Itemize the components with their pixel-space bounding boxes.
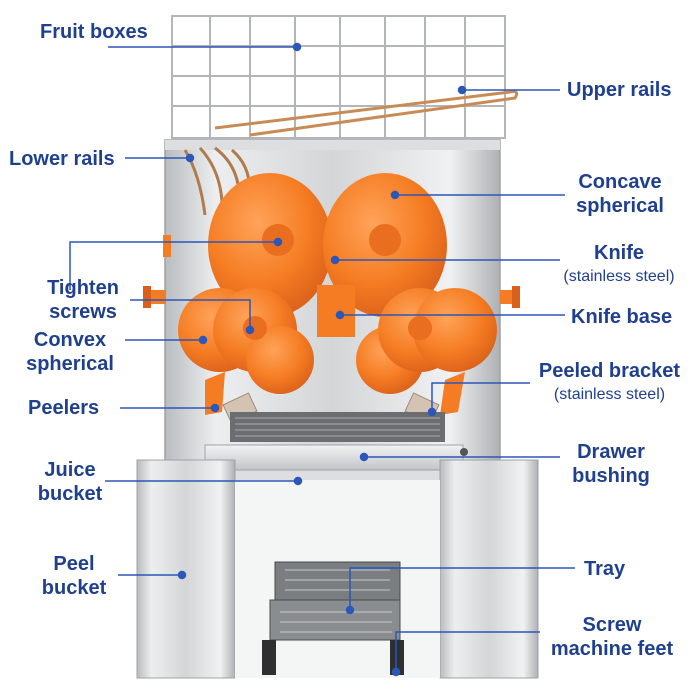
leader-dot-juice-bucket [293, 476, 303, 486]
label-lower-rails: Lower rails [9, 148, 115, 170]
label-juice-bucket: Juice bucket [37, 459, 103, 505]
tighten-screw-left [143, 286, 166, 308]
peeled-bracket-material: (stainless steel) [553, 386, 666, 403]
label-knife: Knife (stainless steel) [555, 241, 683, 289]
label-knife-base: Knife base [571, 306, 673, 328]
peeled-bracket-name: Peeled bracket [538, 360, 681, 382]
leader-screw-feet [395, 631, 540, 672]
label-peel-bucket: Peel bucket [41, 553, 107, 599]
peel-bucket-right [439, 459, 539, 679]
leader-dot-concave-spherical [390, 190, 400, 200]
leader-dot-tighten-screws [273, 237, 283, 247]
label-drawer-bushing: Drawer bushing [572, 441, 650, 487]
label-screw-machine-feet: Screw machine feet [550, 614, 674, 660]
peel-bucket-left [136, 459, 236, 679]
label-upper-rails: Upper rails [567, 79, 672, 101]
leader-dot-upper-rails [457, 85, 467, 95]
leader-dot-drawer-bushing [359, 452, 369, 462]
leader-dot-peel-bucket [177, 570, 187, 580]
fruit-basket [171, 15, 506, 139]
label-convex-spherical: Convex spherical [26, 329, 114, 375]
knife-name: Knife [594, 242, 644, 264]
strainer-grill [230, 412, 445, 442]
leader-tighten-screws-2 [130, 299, 251, 330]
leader-dot-peelers [210, 403, 220, 413]
label-concave-spherical: Concave spherical [576, 171, 664, 217]
knife-base [317, 285, 355, 337]
leader-dot-knife [330, 255, 340, 265]
leader-dot-peeled-bracket [427, 407, 437, 417]
leader-lines [69, 42, 575, 677]
leader-tighten-screws [69, 241, 278, 290]
tighten-screw-right [500, 286, 520, 308]
label-tray: Tray [584, 558, 626, 580]
label-peelers: Peelers [28, 397, 100, 419]
leader-dot-knife-base [335, 310, 345, 320]
leader-dot-fruit-boxes [292, 42, 302, 52]
convex-cups [178, 288, 497, 394]
leader-dot-screw-feet [391, 667, 401, 677]
leader-dot-tray-top [345, 605, 355, 615]
leader-tray-top [349, 567, 575, 610]
knife-material: (stainless steel) [563, 268, 675, 285]
label-peeled-bracket: Peeled bracket (stainless steel) [532, 359, 687, 407]
leader-dot-lower-rails [185, 153, 195, 163]
label-tighten-screws: Tighten screws [47, 277, 119, 323]
upper-rails [214, 90, 519, 137]
leader-dot-convex-spherical [198, 335, 208, 345]
screw-machine-feet [262, 640, 404, 675]
tray [269, 561, 401, 641]
leader-peeled-bracket [431, 382, 530, 412]
leader-dot-tighten-screws-2 [245, 325, 255, 335]
label-fruit-boxes: Fruit boxes [40, 21, 148, 43]
